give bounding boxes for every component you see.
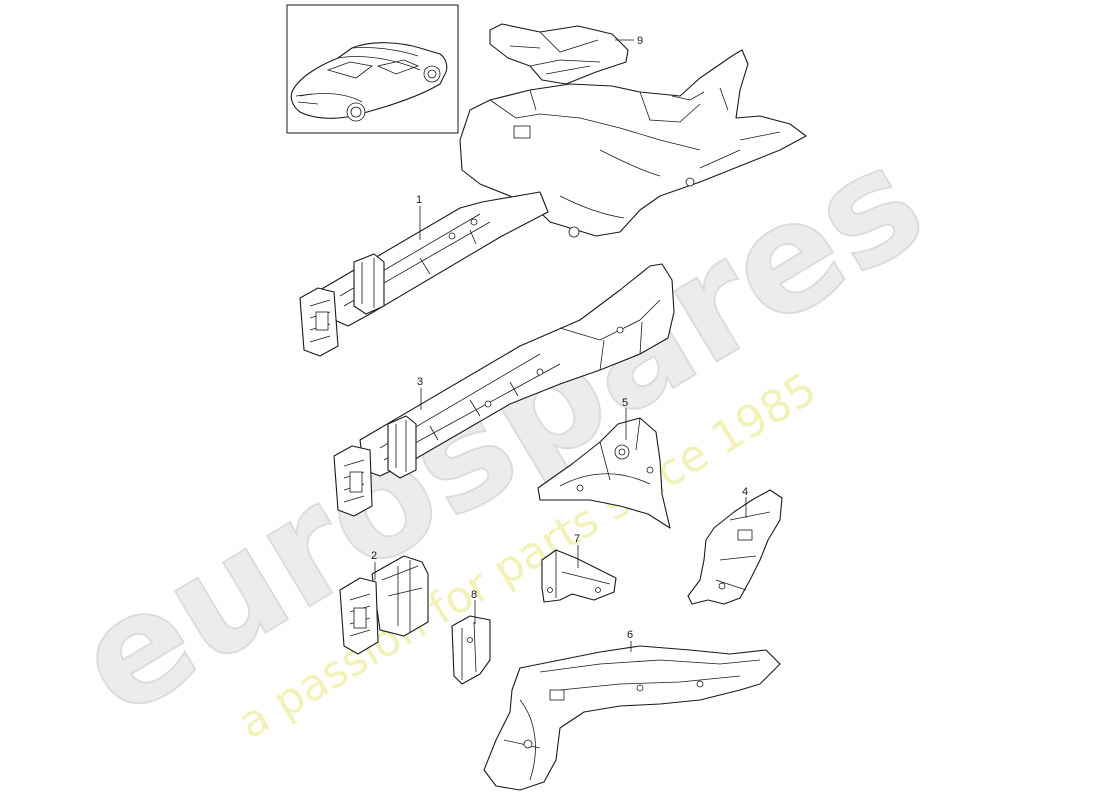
sports-car-icon bbox=[290, 42, 448, 122]
part-1-side-member-assembly bbox=[299, 49, 807, 357]
vehicle-thumbnail bbox=[286, 4, 459, 134]
callout-5: 5 bbox=[622, 397, 628, 409]
part-5-wheel-arch-panel bbox=[537, 417, 671, 529]
callout-8: 8 bbox=[471, 589, 477, 601]
part-7-bracket bbox=[541, 549, 617, 603]
callout-2: 2 bbox=[371, 550, 377, 562]
part-3-side-member bbox=[333, 263, 675, 517]
part-8-bracket bbox=[451, 615, 491, 685]
callout-9: 9 bbox=[637, 35, 643, 47]
callout-6: 6 bbox=[627, 629, 633, 641]
part-4-bracket bbox=[687, 489, 783, 605]
part-9-cover-panel bbox=[489, 23, 629, 85]
callout-1: 1 bbox=[416, 194, 422, 206]
part-2-front-rail-section bbox=[339, 555, 429, 655]
callout-4: 4 bbox=[742, 486, 748, 498]
callout-7: 7 bbox=[574, 533, 580, 545]
callouts: 1 2 3 4 5 6 7 8 9 bbox=[371, 35, 748, 652]
callout-3: 3 bbox=[417, 376, 423, 388]
part-6-lower-member-assembly bbox=[483, 645, 781, 791]
